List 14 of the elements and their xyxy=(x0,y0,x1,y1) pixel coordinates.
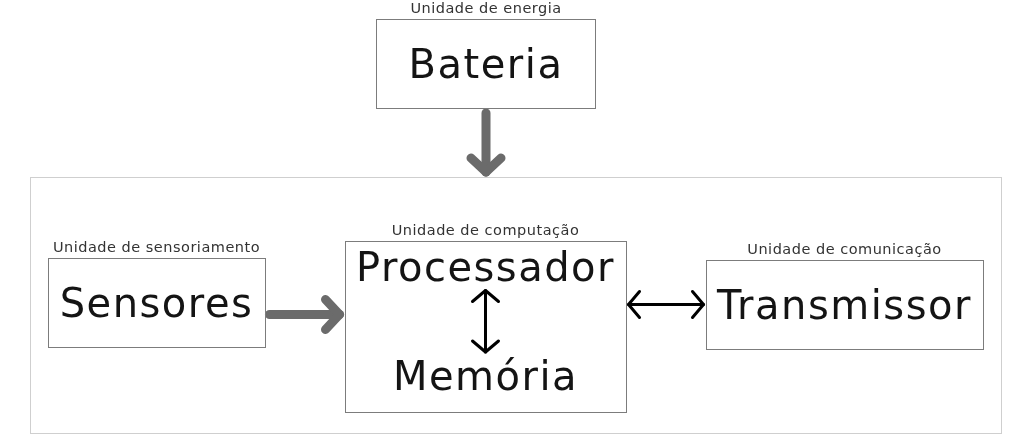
arrow xyxy=(265,295,344,334)
unit-heading: Unidade de energia xyxy=(410,0,562,16)
unit-heading: Unidade de comunicação xyxy=(747,240,942,257)
block-label: Transmissor xyxy=(717,282,972,327)
arrow xyxy=(466,108,506,177)
block-label: Bateria xyxy=(408,42,564,86)
unit-heading: Unidade de sensoriamento xyxy=(52,238,261,255)
arrow xyxy=(471,289,500,354)
block-label: Memória xyxy=(392,354,579,398)
unit-heading: Unidade de computação xyxy=(391,221,580,238)
arrow xyxy=(627,290,705,319)
block-label: Processador xyxy=(355,244,616,289)
container-box xyxy=(30,177,1002,434)
block-label: Sensores xyxy=(59,280,254,325)
